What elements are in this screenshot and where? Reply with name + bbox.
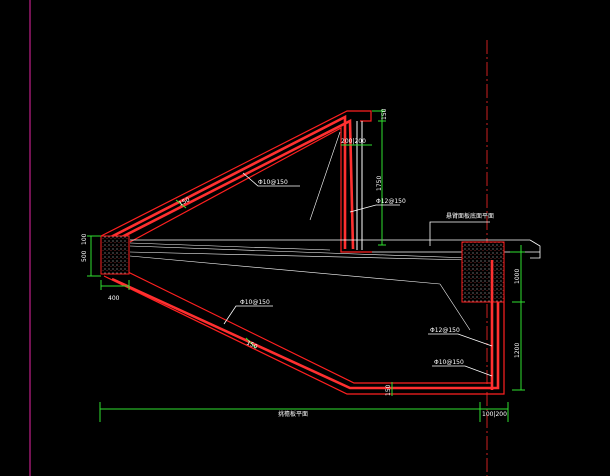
dim-diag-lower-150: 150 bbox=[245, 339, 259, 350]
left-column-section bbox=[100, 235, 130, 275]
deck-line-fan-4 bbox=[129, 255, 441, 285]
dim-top-1750: 1750 bbox=[376, 176, 383, 191]
deck-line-fan-6 bbox=[309, 131, 341, 221]
lower-rebar bbox=[111, 277, 500, 390]
upper-rebar bbox=[106, 114, 347, 249]
deck-line-fan-1 bbox=[129, 242, 331, 251]
right-column-section bbox=[461, 241, 505, 303]
label-rebar-lower-diag: Φ10@150 bbox=[240, 299, 270, 306]
label-rebar-right-lower: Φ10@150 bbox=[434, 359, 464, 366]
leader-upper-vert bbox=[349, 204, 400, 213]
upper-slab-outline bbox=[100, 110, 372, 237]
lower-slab-outline bbox=[103, 275, 505, 395]
dim-left-400: 400 bbox=[108, 295, 120, 302]
dim-top-150: 150 bbox=[381, 108, 388, 120]
deck-end-stub bbox=[529, 239, 541, 259]
upper-slab-inner-outline bbox=[129, 126, 372, 253]
deck-line-fan-5 bbox=[439, 283, 471, 331]
leader-deck-label bbox=[429, 221, 490, 246]
leader-upper-diag bbox=[242, 172, 300, 187]
label-rebar-upper-diag: Φ10@150 bbox=[258, 179, 288, 186]
leader-right-upper bbox=[428, 333, 493, 347]
deck-line-fan-3 bbox=[129, 251, 471, 261]
label-rebar-upper-vert: Φ12@150 bbox=[376, 198, 406, 205]
dim-top-200-200: 200|200 bbox=[341, 138, 366, 145]
upper-rebar-inner bbox=[113, 118, 355, 250]
dim-bottom-100-200: 100|200 bbox=[482, 411, 507, 418]
label-bottom: 挑檐板平面 bbox=[278, 410, 308, 418]
leader-right-lower bbox=[432, 365, 493, 377]
label-rebar-right-upper: Φ12@150 bbox=[430, 327, 460, 334]
label-deck: 悬臂面板底面平面 bbox=[446, 212, 494, 220]
dim-right-1200: 1200 bbox=[514, 343, 521, 358]
leader-lower-diag bbox=[223, 305, 273, 325]
dimension-lines bbox=[87, 109, 525, 422]
dim-right-1000: 1000 bbox=[514, 269, 521, 284]
deck-line-fan-2 bbox=[129, 245, 471, 259]
dim-bottom-150: 150 bbox=[385, 384, 392, 396]
dim-left-500: 500 bbox=[81, 250, 88, 262]
dim-diag-upper-150: 150 bbox=[178, 196, 192, 208]
dim-left-100: 100 bbox=[81, 233, 88, 245]
